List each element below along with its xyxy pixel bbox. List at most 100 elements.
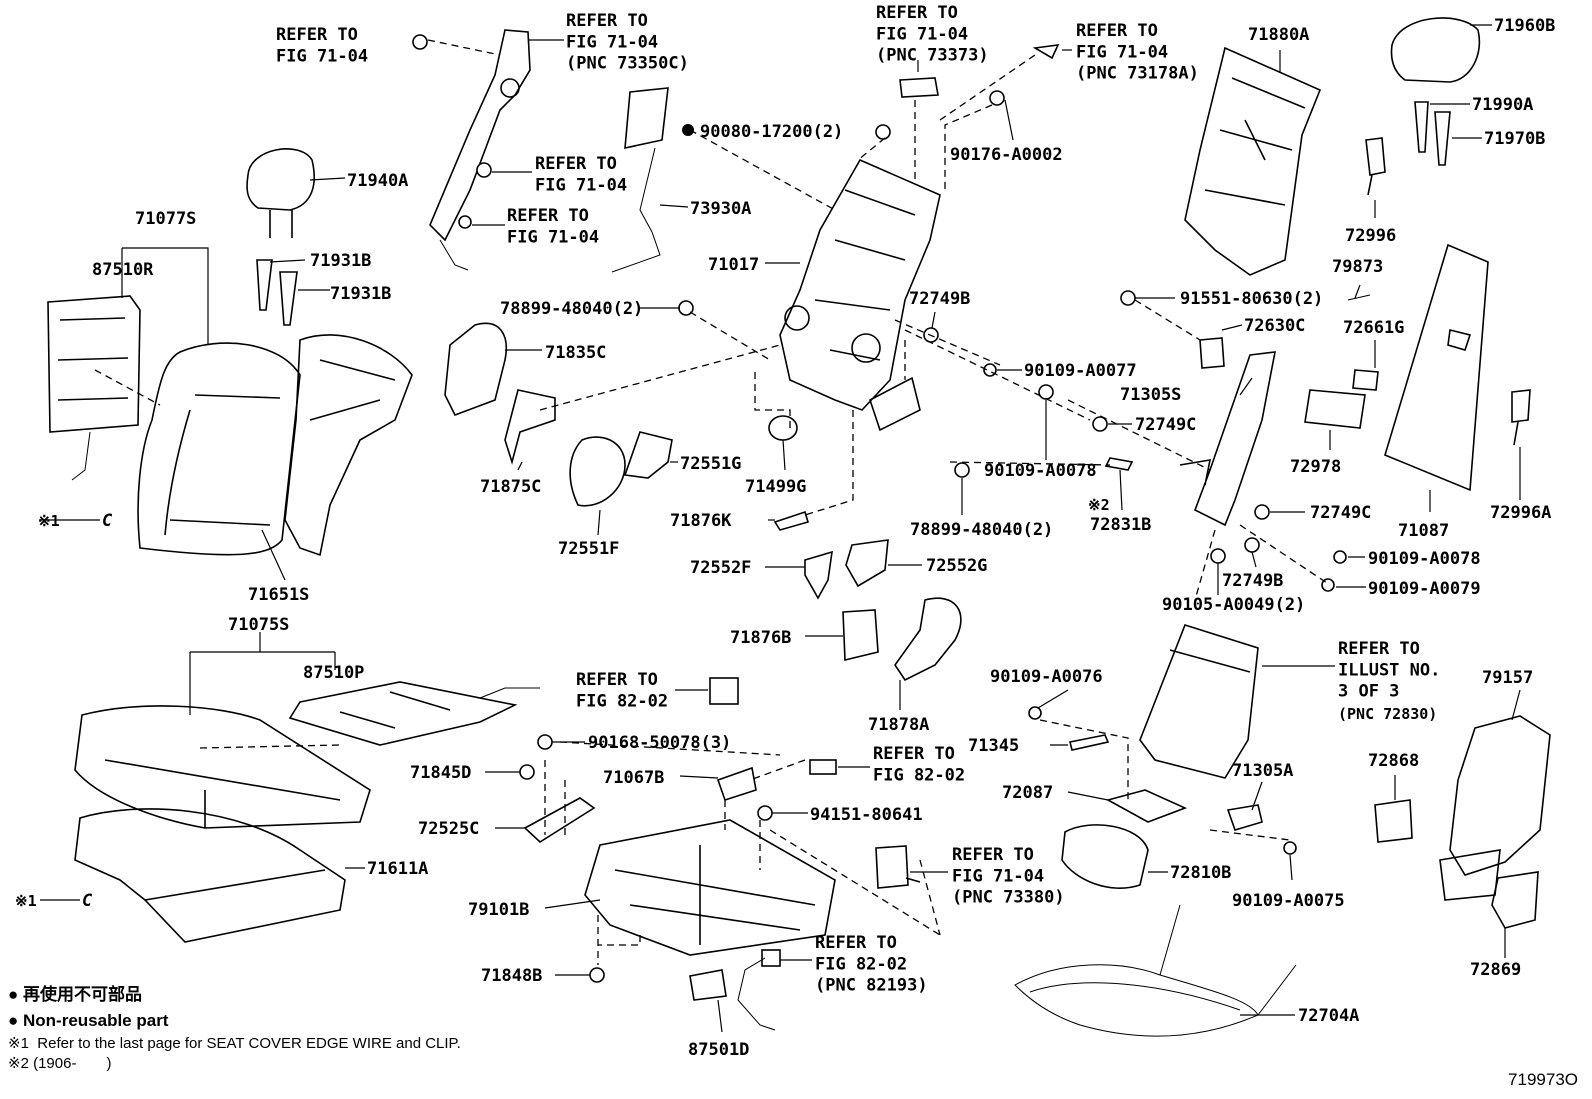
label-c-a: C [102, 511, 113, 531]
legend-note2: ※2 (1906- ) [8, 1054, 461, 1074]
leader-lines [40, 24, 1521, 1033]
bolt-fig7104-b [476, 162, 492, 178]
heater-87510p-wire [479, 687, 540, 699]
label-78899-b: 78899-48040(2) [910, 520, 1053, 540]
lock-72996 [1365, 137, 1386, 196]
sensor-87501d-wire [737, 957, 776, 1031]
label-72749b-a: 72749B [909, 289, 970, 309]
label-90168: 90168-50078(3) [588, 733, 731, 753]
seatback-board-71880a [1184, 46, 1322, 276]
frame-recliner-gear-b [851, 333, 881, 363]
pin-72831b [1104, 457, 1134, 471]
bolt-fig7104-a [412, 34, 428, 50]
non-reusable-marker [682, 124, 694, 136]
label-90109-0075: 90109-A0075 [1232, 891, 1345, 911]
label-79101b: 79101B [468, 900, 529, 920]
wire-79873 [1347, 294, 1371, 301]
recliner-cover-72551f [569, 436, 626, 507]
label-mark2: ※2 [1088, 496, 1110, 514]
label-87510p: 87510P [303, 663, 364, 683]
label-72661g: 72661G [1343, 318, 1404, 338]
board-71087 [1384, 243, 1489, 492]
cushion-pad-71611a [74, 808, 346, 943]
seat-back-cover-71651s [137, 342, 301, 556]
label-72630c: 72630C [1244, 316, 1305, 336]
armrest-frame-71305s [1179, 351, 1276, 527]
label-72996a: 72996A [1490, 503, 1551, 523]
label-90109-0078-b: 90109-A0078 [1368, 549, 1481, 569]
label-71305s: 71305S [1120, 385, 1181, 405]
label-72704a: 72704A [1298, 1006, 1359, 1026]
clip-72661g [1352, 369, 1379, 391]
cable-72704a [1014, 964, 1259, 1037]
label-72978: 72978 [1290, 457, 1341, 477]
bolt-78899-b [954, 462, 970, 478]
cover-72869 [1491, 871, 1539, 929]
label-71345: 71345 [968, 736, 1019, 756]
label-72525c: 72525C [418, 819, 479, 839]
label-78899-a: 78899-48040(2) [500, 299, 643, 319]
label-72868: 72868 [1368, 751, 1419, 771]
back-heater-87510r [47, 295, 141, 433]
label-72551g: 72551G [680, 454, 741, 474]
label-71651s: 71651S [248, 585, 309, 605]
side-panel-79157 [1449, 715, 1551, 876]
headrest-71940a [246, 148, 315, 238]
label-pnc-72830: (PNC 72830) [1338, 705, 1437, 723]
lock-72996a [1511, 389, 1531, 446]
label-72831b: 72831B [1090, 515, 1151, 535]
panel-79157-lower [1439, 849, 1501, 901]
cushion-heater-87510p [288, 681, 518, 746]
plate-72087 [1105, 789, 1188, 823]
legend-note2-mark: ※2 [8, 1055, 29, 1072]
label-90109-0077: 90109-A0077 [1024, 361, 1137, 381]
label-72552g: 72552G [926, 556, 987, 576]
nut-90080 [875, 124, 891, 140]
bolt-90105 [1210, 548, 1226, 564]
headrest-guide-71931b-a [256, 259, 273, 311]
label-71940a: 71940A [347, 171, 408, 191]
bolt-90109-0076 [1028, 706, 1042, 720]
label-72087: 72087 [1002, 783, 1053, 803]
cable-72704a-ends [1159, 904, 1297, 1016]
label-71305a: 71305A [1232, 761, 1293, 781]
washer-72749c-a [1092, 416, 1108, 432]
bracket-71305a [1226, 804, 1263, 831]
seat-heater-harness-73930a [624, 87, 669, 150]
label-90109-0078-a: 90109-A0078 [984, 461, 1097, 481]
label-79873: 79873 [1332, 257, 1383, 277]
label-90109-0079: 90109-A0079 [1368, 579, 1481, 599]
label-72810b: 72810B [1170, 863, 1231, 883]
bolt-90176 [989, 90, 1005, 106]
trim-72525c [523, 797, 596, 844]
washer-71845d [519, 764, 535, 780]
seat-back-pad [284, 334, 413, 557]
label-71931b-a: 71931B [310, 251, 371, 271]
bracket-72868 [1374, 799, 1413, 843]
headrest-guide-71931b-b [279, 271, 298, 326]
bolt-90168 [537, 734, 553, 750]
legend-en-row: ● Non-reusable part [8, 1011, 169, 1030]
label-71931b-b: 71931B [330, 284, 391, 304]
label-71875c: 71875C [480, 477, 541, 497]
seat-belt-73350c [429, 29, 531, 242]
label-71499g: 71499G [745, 477, 806, 497]
legend-note2-text: (1906- ) [33, 1055, 112, 1072]
recliner-cover-72551g [623, 431, 673, 479]
label-87501d: 87501D [688, 1040, 749, 1060]
label-72869: 72869 [1470, 960, 1521, 980]
label-72552f: 72552F [690, 558, 751, 578]
headrest-71960b [1390, 17, 1481, 83]
bracket-71067b [716, 766, 757, 802]
